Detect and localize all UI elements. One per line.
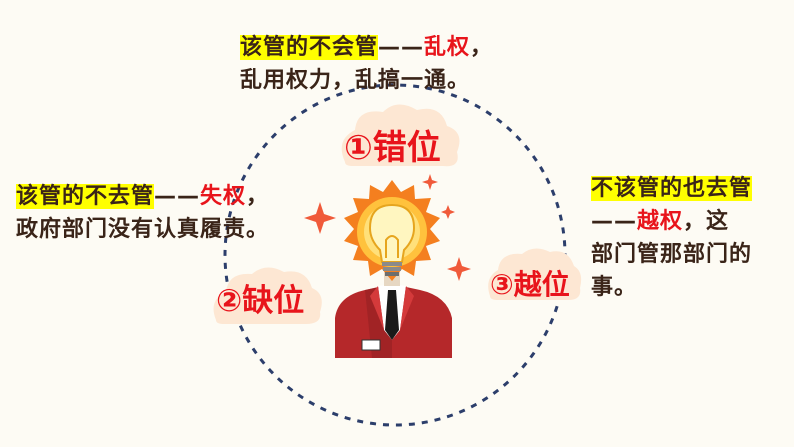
top-label-cloud	[341, 104, 460, 167]
left-line-2: 政府部门没有认真履责。	[16, 217, 270, 242]
right-line-2: ——越权，这	[591, 209, 730, 234]
right-text-block: 不该管的也去管 ——越权，这 部门管那部门的 事。	[591, 172, 753, 304]
right-line-3: 部门管那部门的	[591, 242, 753, 267]
top-text-block: 该管的不会管——乱权， 乱用权力，乱搞一通。	[240, 31, 493, 97]
left-text-block: 该管的不去管——失权， 政府部门没有认真履责。	[16, 180, 269, 246]
left-line-1: 该管的不去管——失权，	[16, 184, 270, 209]
top-line-2: 乱用权力，乱搞一通。	[240, 68, 471, 93]
label-misplace: ①错位	[344, 128, 441, 168]
label-overstep: ③越位	[490, 268, 570, 301]
left-label-cloud	[213, 267, 322, 324]
top-line-1: 该管的不会管——乱权，	[240, 35, 494, 60]
right-label-cloud	[488, 248, 582, 300]
right-line-1: 不该管的也去管	[591, 176, 753, 201]
right-line-4: 事。	[591, 275, 638, 300]
label-absent: ②缺位	[216, 283, 305, 319]
